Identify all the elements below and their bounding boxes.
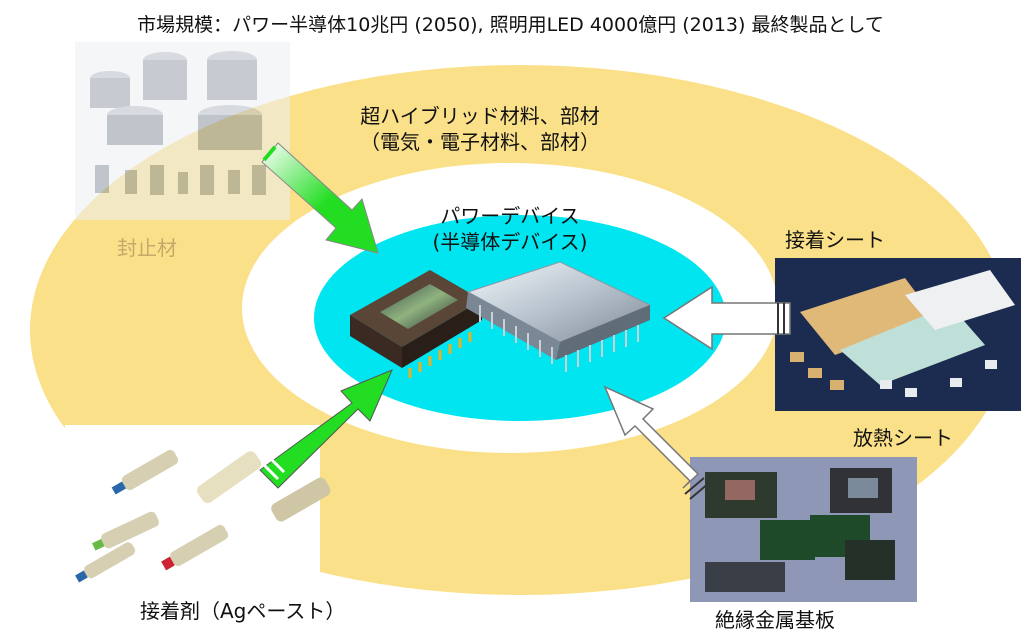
- processor-chip: [466, 261, 652, 372]
- metal-substrate-arrow: [603, 385, 710, 500]
- adhesive-paste-label: 接着剤（Agペースト）: [140, 599, 346, 623]
- encapsulant-photo: [75, 42, 290, 220]
- encapsulant-label: 封止材: [117, 236, 177, 260]
- adhesive-sheet-label: 接着シート: [785, 228, 885, 252]
- center-label-line2: (半導体デバイス): [432, 230, 588, 254]
- encapsulant-arrow: [261, 142, 379, 254]
- center-label-line1: パワーデバイス: [440, 204, 580, 228]
- page-title: 市場規模：パワー半導体10兆円 (2050), 照明用LED 4000億円 (2…: [137, 14, 884, 36]
- metal-substrate-photo: [690, 457, 917, 602]
- outer-ring-label-line1: 超ハイブリッド材料、部材: [360, 104, 600, 128]
- adhesive-paste-arrow: [259, 369, 393, 489]
- heat-sheet-label: 放熱シート: [853, 426, 953, 450]
- metal-substrate-label: 絶縁金属基板: [715, 608, 835, 632]
- sensor-chip: [350, 270, 482, 378]
- adhesive-sheet-photo: [775, 258, 1021, 411]
- adhesive-paste-photo: [65, 425, 331, 590]
- outer-ring-label-line2: （電気・電子材料、部材）: [360, 130, 600, 154]
- adhesive-sheet-arrow: [662, 285, 791, 351]
